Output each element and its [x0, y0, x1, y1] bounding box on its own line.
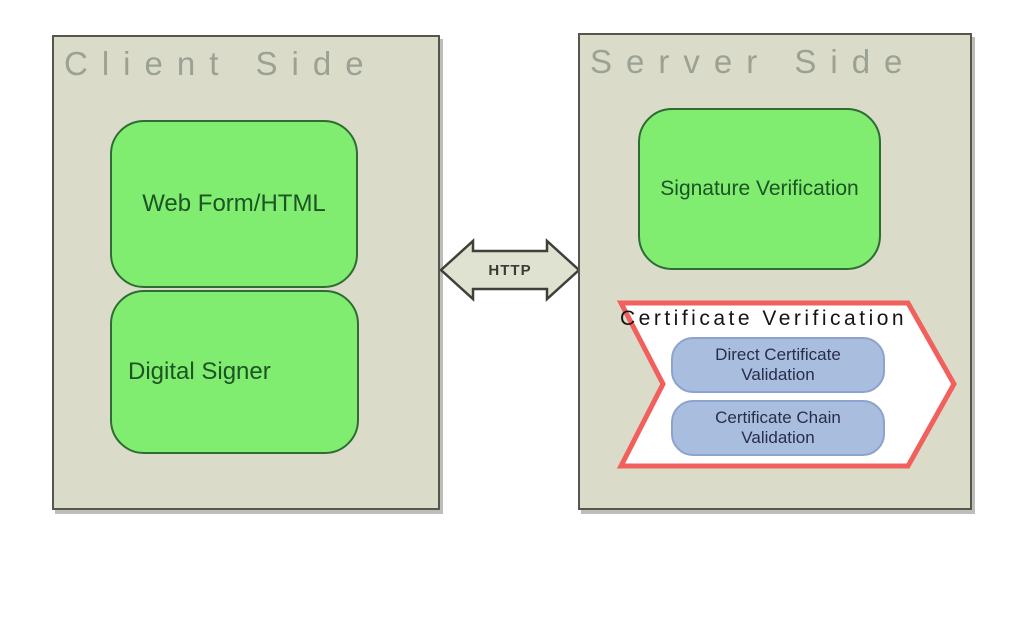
server-panel-title: Server Side: [590, 43, 917, 80]
digital-signer-box: Digital Signer: [110, 290, 359, 454]
client-panel-title: Client Side: [64, 45, 378, 82]
web-form-box: Web Form/HTML: [110, 120, 358, 288]
web-form-label: Web Form/HTML: [142, 190, 326, 217]
client-side-panel: Client Side Web Form/HTML Digital Signer: [52, 35, 440, 510]
signature-verification-label: Signature Verification: [660, 177, 859, 200]
certificate-chain-validation-box: Certificate Chain Validation: [671, 400, 885, 456]
certificate-verification-title: Certificate Verification: [620, 307, 908, 330]
server-side-panel: Server Side Signature Verification Certi…: [578, 33, 972, 510]
http-label: HTTP: [488, 261, 532, 279]
http-connector: HTTP: [438, 236, 582, 304]
direct-certificate-validation-label: Direct Certificate Validation: [715, 344, 841, 384]
certificate-chain-validation-label: Certificate Chain Validation: [715, 407, 841, 447]
direct-certificate-validation-box: Direct Certificate Validation: [671, 337, 885, 393]
digital-signer-label: Digital Signer: [128, 358, 271, 385]
signature-verification-box: Signature Verification: [638, 108, 881, 270]
certificate-verification-section: Certificate Verification Direct Certific…: [611, 298, 959, 471]
